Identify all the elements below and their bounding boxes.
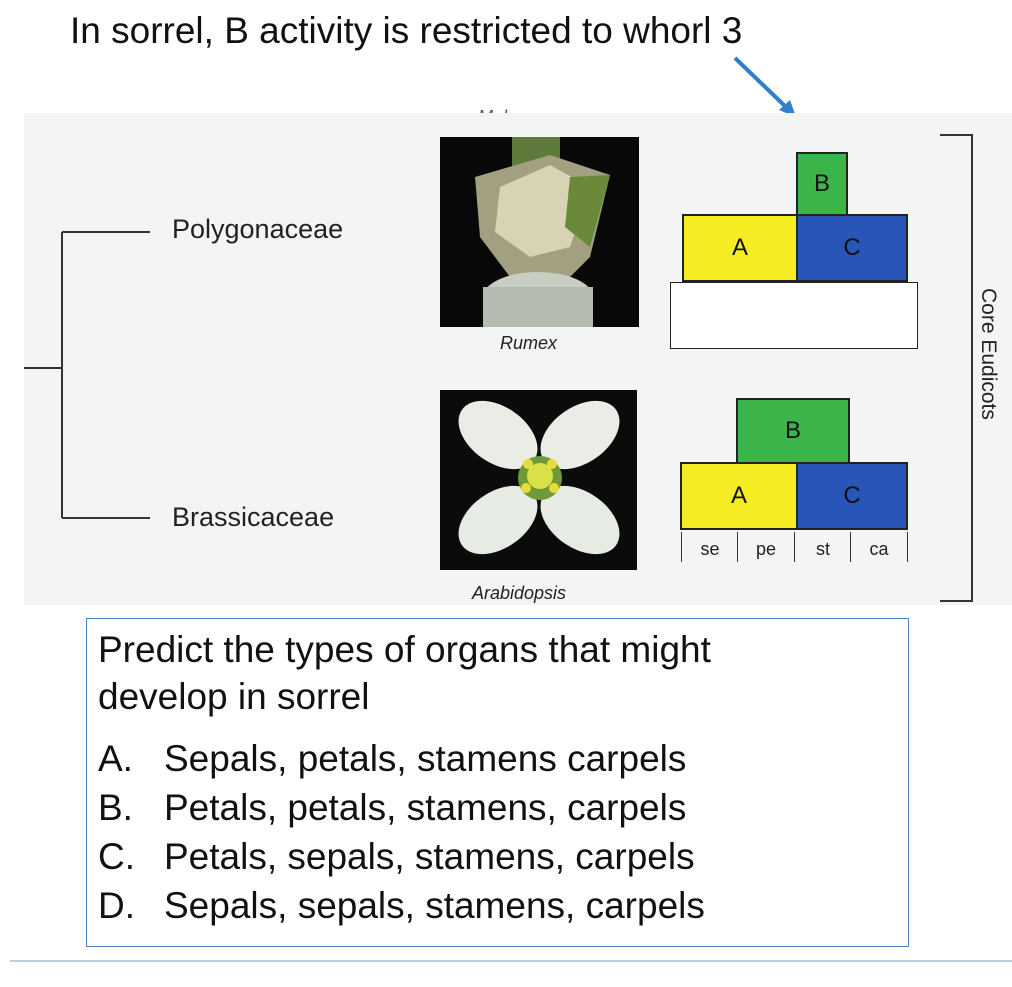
option-c-letter: C. xyxy=(98,836,135,877)
option-d-text: Sepals, sepals, stamens, carpels xyxy=(164,885,705,926)
sorrel-c-box: C xyxy=(796,214,908,282)
question-prompt: Predict the types of organs that might d… xyxy=(98,626,711,720)
rumex-photo xyxy=(440,137,639,327)
option-b-text: Petals, petals, stamens, carpels xyxy=(164,787,687,828)
sorrel-answer-box xyxy=(670,282,918,349)
family-brassicaceae: Brassicaceae xyxy=(172,502,335,532)
genus-arabidopsis: Arabidopsis xyxy=(472,583,567,603)
option-a[interactable]: A. Sepals, petals, stamens carpels xyxy=(98,738,686,780)
genus-rumex: Rumex xyxy=(500,333,558,353)
option-b[interactable]: B. Petals, petals, stamens, carpels xyxy=(98,787,686,829)
whorl-divider xyxy=(681,532,682,562)
rumex-flower-image xyxy=(440,137,639,327)
footer-divider xyxy=(10,960,1012,962)
clade-bracket xyxy=(940,134,973,602)
arabidopsis-a-box: A xyxy=(680,462,798,530)
whorl-label-ca: ca xyxy=(869,539,889,559)
cut-caption: Malacaya xyxy=(478,103,555,113)
sorrel-a-box: A xyxy=(682,214,798,282)
option-c[interactable]: C. Petals, sepals, stamens, carpels xyxy=(98,836,695,878)
arabidopsis-photo xyxy=(440,390,637,570)
sorrel-a-label: A xyxy=(731,234,748,261)
arabidopsis-c-box: C xyxy=(796,462,908,530)
whorl-label-se: se xyxy=(700,539,720,559)
arabidopsis-b-box: B xyxy=(736,398,850,464)
family-polygonaceae: Polygonaceae xyxy=(172,214,344,244)
arabidopsis-b-label: B xyxy=(784,417,801,444)
arabidopsis-a-label: A xyxy=(730,482,747,509)
question-prompt-line-2: develop in sorrel xyxy=(98,676,370,717)
arabidopsis-c-label: C xyxy=(843,482,861,509)
option-b-letter: B. xyxy=(98,787,133,828)
whorl-label-pe: pe xyxy=(755,539,777,559)
sorrel-b-label: B xyxy=(813,170,830,197)
question-box xyxy=(86,618,909,947)
pointer-arrow xyxy=(733,56,796,117)
option-a-text: Sepals, petals, stamens carpels xyxy=(164,738,687,779)
option-c-text: Petals, sepals, stamens, carpels xyxy=(164,836,695,877)
sorrel-b-box: B xyxy=(796,152,848,216)
headline: In sorrel, B activity is restricted to w… xyxy=(70,10,743,51)
whorl-divider xyxy=(794,532,795,562)
whorl-divider xyxy=(907,532,908,562)
whorl-label-st: st xyxy=(815,539,830,559)
option-d-letter: D. xyxy=(98,885,135,926)
arabidopsis-flower-image xyxy=(440,390,637,570)
clade-label: Core Eudicots xyxy=(976,288,1000,420)
whorl-divider xyxy=(850,532,851,562)
option-a-letter: A. xyxy=(98,738,133,779)
sorrel-c-label: C xyxy=(843,234,861,261)
whorl-divider xyxy=(737,532,738,562)
option-d[interactable]: D. Sepals, sepals, stamens, carpels xyxy=(98,885,705,927)
question-prompt-line-1: Predict the types of organs that might xyxy=(98,629,711,670)
